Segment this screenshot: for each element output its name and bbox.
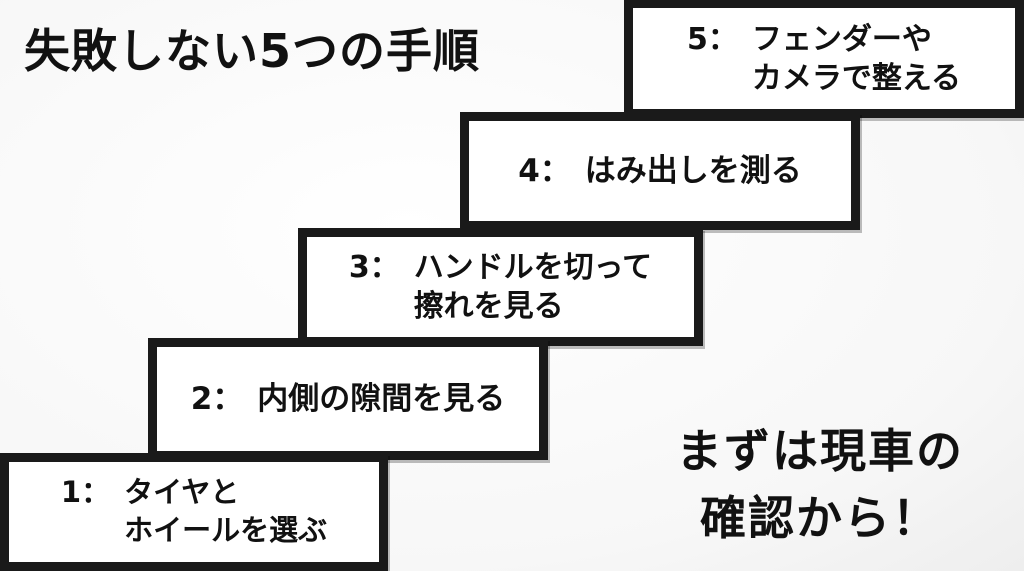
cta-line-2: 確認から！ <box>700 490 940 545</box>
diagram-title: 失敗しない5つの手順 <box>24 24 481 78</box>
step-label-5: フェンダーや カメラで整える <box>751 21 961 96</box>
step-label-2: 内側の隙間を見る <box>257 380 506 417</box>
step-content-1: 1： タイヤと ホイールを選ぶ <box>61 474 327 549</box>
cta-line-1: まずは現車の <box>676 424 964 478</box>
step-box-2: 2： 内側の隙間を見る <box>148 338 548 460</box>
step-label-4: はみ出しを測る <box>584 152 802 189</box>
step-box-5: 5： フェンダーや カメラで整える <box>624 0 1024 118</box>
step-number-3: 3： <box>348 250 400 285</box>
step-label-3: ハンドルを切って 擦れを見る <box>413 250 653 324</box>
call-to-action: まずは現車の 確認から！ <box>640 418 1000 551</box>
step-number-4: 4： <box>518 152 571 189</box>
step-box-1: 1： タイヤと ホイールを選ぶ <box>0 453 388 571</box>
step-box-4: 4： はみ出しを測る <box>460 112 860 230</box>
step-content-5: 5： フェンダーや カメラで整える <box>687 20 961 98</box>
step-content-3: 3： ハンドルを切って 擦れを見る <box>349 248 652 326</box>
step-content-4: 4： はみ出しを測る <box>518 151 802 191</box>
step-number-1: 1： <box>60 475 111 510</box>
step-number-2: 2： <box>190 380 244 417</box>
step-content-2: 2： 内側の隙間を見る <box>191 379 506 419</box>
step-label-1: タイヤと ホイールを選ぶ <box>124 475 328 547</box>
step-number-5: 5： <box>687 21 738 57</box>
step-box-3: 3： ハンドルを切って 擦れを見る <box>298 228 703 346</box>
